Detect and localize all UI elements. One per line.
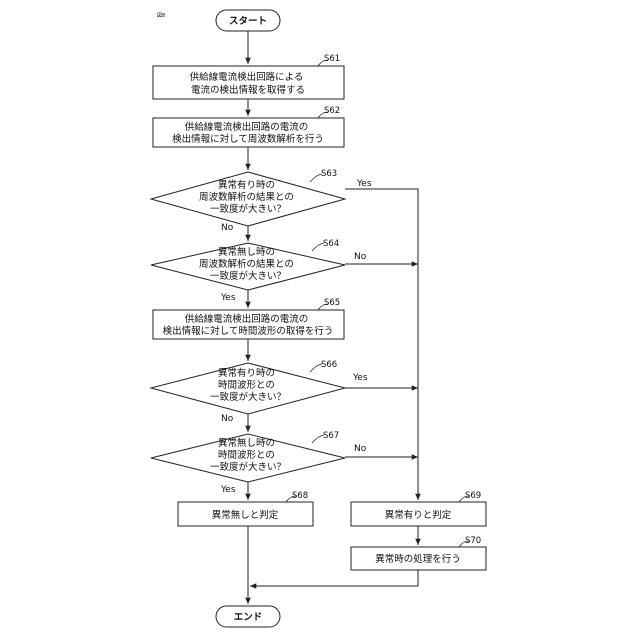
branch-label-s63-yes: Yes [356, 179, 372, 189]
step-label-s70: S70 [465, 536, 481, 546]
step-label-s66: S66 [321, 360, 337, 370]
branch-label-s66-no: No [221, 414, 234, 424]
decision-s67-line-1: 異常無し時の [218, 437, 275, 449]
step-label-s68: S68 [292, 491, 308, 501]
process-s61-line-2: 電流の検出情報を取得する [191, 84, 305, 96]
step-label-s61: S61 [324, 54, 340, 64]
decision-s64: 異常無し時の 周波数解析の結果との 一致度が大きい？ S64 [151, 239, 345, 290]
decision-s66-line-3: 一致度が大きい？ [210, 391, 286, 403]
decision-s64-line-1: 異常無し時の [218, 246, 275, 258]
figure-label: 図8 [157, 13, 165, 19]
process-s70-label: 異常時の処理を行う [375, 553, 461, 565]
branch-label-s66-yes: Yes [352, 373, 368, 383]
decision-s63: 異常有り時の 周波数解析の結果との 一致度が大きい？ S63 [151, 169, 345, 226]
process-s62-line-1: 供給線電流検出回路の電流の [185, 121, 309, 133]
step-label-s67: S67 [323, 431, 339, 441]
process-s61-line-1: 供給線電流検出回路による [190, 71, 304, 83]
process-s65-line-2: 検出情報に対して時間波形の取得を行う [163, 325, 334, 337]
branch-label-s63-no: No [221, 223, 234, 233]
decision-s64-line-2: 周波数解析の結果との [199, 258, 294, 270]
decision-s66-line-2: 時間波形との [218, 379, 275, 391]
terminal-end: エンド [216, 606, 280, 627]
decision-s66: 異常有り時の 時間波形との 一致度が大きい？ S66 [151, 360, 345, 414]
decision-s67-line-2: 時間波形との [218, 449, 275, 461]
step-label-s65: S65 [324, 298, 340, 308]
branch-label-s64-no: No [354, 252, 367, 262]
process-s62-line-2: 検出情報に対して周波数解析を行う [172, 133, 324, 145]
svg-text:異常有り時の 時間波形との 一致度が: 異常有り時の 時間波形との 一致度が大きい？ [210, 367, 286, 403]
branch-label-s64-yes: Yes [220, 293, 236, 303]
step-label-s69: S69 [465, 491, 481, 501]
process-s68-label: 異常無しと判定 [212, 509, 279, 521]
edge-s70-merge [250, 570, 418, 586]
process-s65-line-1: 供給線電流検出回路の電流の [185, 313, 309, 325]
decision-s63-line-2: 周波数解析の結果との [199, 191, 294, 203]
terminal-end-label: エンド [234, 612, 263, 623]
decision-s64-line-3: 一致度が大きい？ [210, 270, 286, 282]
svg-text:異常無し時の 時間波形との 一致度が: 異常無し時の 時間波形との 一致度が大きい？ [210, 437, 286, 473]
process-s69-label: 異常有りと判定 [385, 509, 452, 521]
decision-s63-line-1: 異常有り時の [218, 179, 275, 191]
process-s68: 異常無しと判定 S68 [178, 491, 313, 526]
step-label-s64: S64 [323, 239, 339, 249]
branch-label-s67-yes: Yes [220, 485, 236, 495]
decision-s67: 異常無し時の 時間波形との 一致度が大きい？ S67 [151, 431, 345, 482]
terminal-start: スタート [216, 10, 280, 31]
step-label-s63: S63 [321, 169, 337, 179]
decision-s63-line-3: 一致度が大きい？ [210, 203, 286, 215]
decision-s66-line-1: 異常有り時の [218, 367, 275, 379]
step-label-s62: S62 [324, 106, 340, 116]
decision-s67-line-3: 一致度が大きい？ [210, 461, 286, 473]
terminal-start-label: スタート [229, 15, 267, 27]
branch-label-s67-no: No [354, 444, 367, 454]
